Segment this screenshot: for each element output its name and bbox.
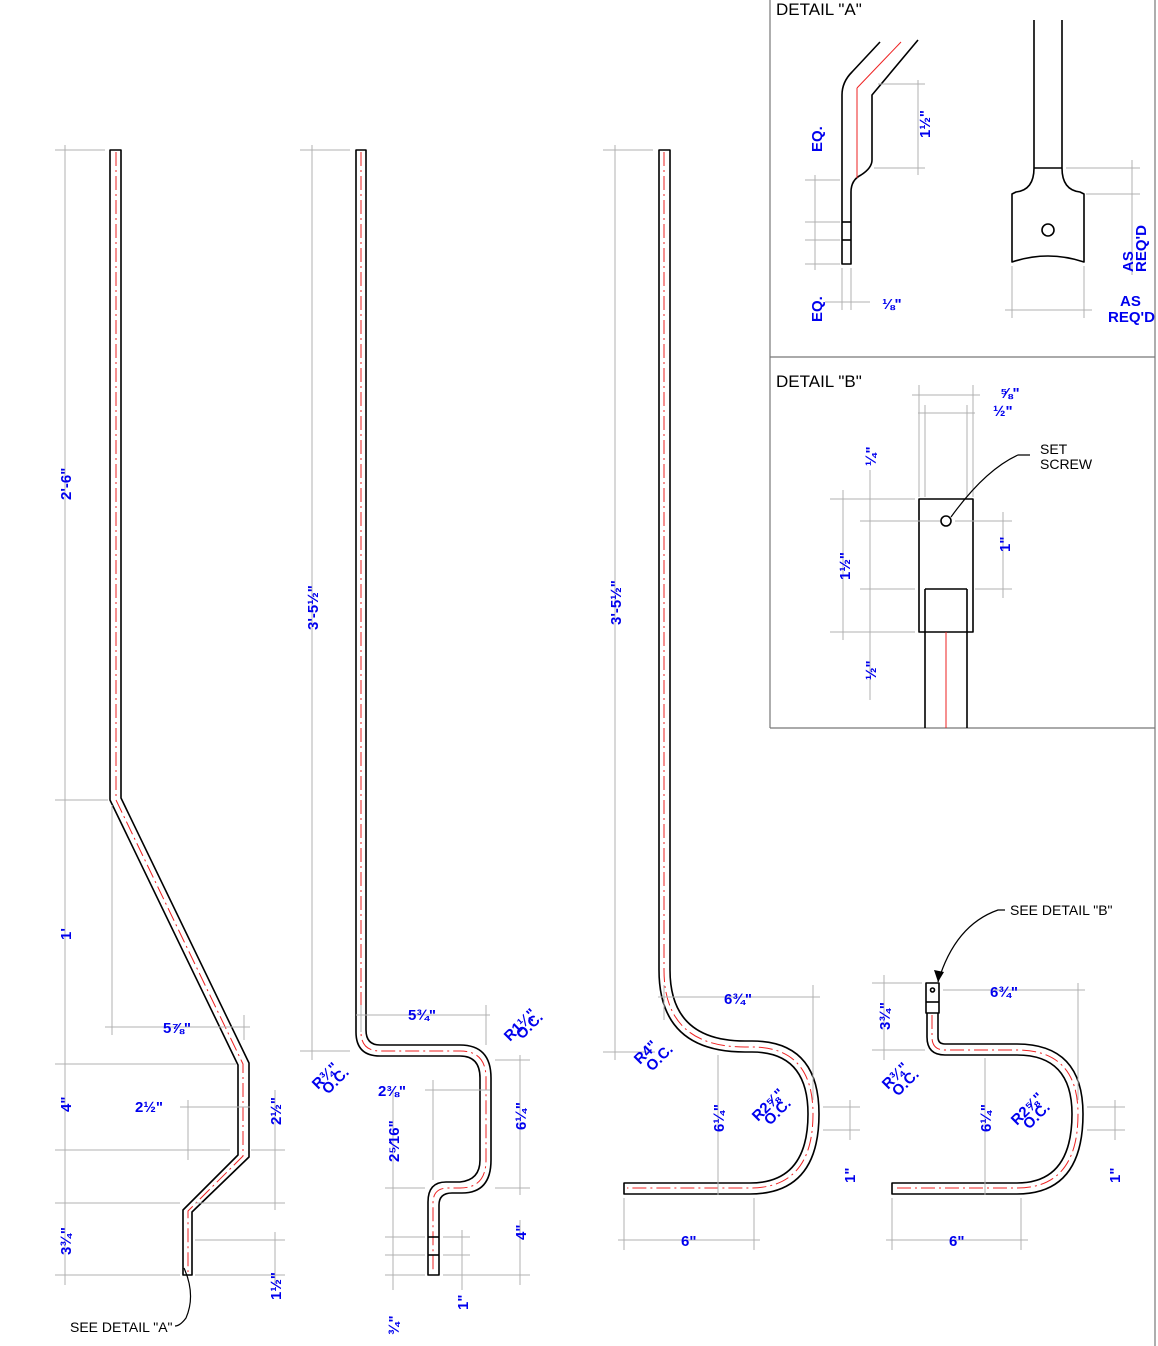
part-1: 2'-6" 1' 5⅞" 4" 2½" 2½" 3¾" 1½" SEE DETA… <box>55 145 285 1335</box>
detail-frames <box>769 0 1156 1346</box>
dim-five-seven-eighths: 5⅞" <box>163 1020 191 1037</box>
dim-three-quarter: ¾" <box>386 1315 403 1335</box>
note-as-reqd-bottom-1: AS <box>1120 293 1141 310</box>
dim-five-three-quarter: 5¾" <box>408 1007 436 1024</box>
dim-two-three-eighths: 2⅜" <box>378 1083 406 1100</box>
dim-one-half: 1½" <box>268 1272 285 1300</box>
dim-six: 6" <box>681 1233 696 1250</box>
dim-four: 4" <box>58 1097 75 1112</box>
dim-one-half: 1½" <box>837 552 854 580</box>
dim-six-quarter: 6¼" <box>711 1104 728 1132</box>
dim-six-three-quarter: 6¾" <box>990 984 1018 1001</box>
dim-three-quarter: 3¾" <box>58 1227 75 1255</box>
dim-eq-lower: EQ. <box>809 296 826 322</box>
detail-b-title: DETAIL "B" <box>776 372 862 391</box>
note-as-reqd-side-1: AS <box>1120 251 1137 272</box>
dim-two-five-sixteenths: 2⁵⁄16" <box>386 1120 403 1162</box>
part-2: 3'-5½" 5¾" R1¼" O.C. R¾" O.C. 2⅜" 2⁵⁄16"… <box>300 145 547 1335</box>
dim-quarter: ¼" <box>863 446 880 466</box>
dim-one-half: 1½" <box>917 110 934 138</box>
dim-3ft-5half: 3'-5½" <box>305 585 322 630</box>
dim-two-half-b: 2½" <box>268 1097 285 1125</box>
dim-half-top: ½" <box>993 403 1013 420</box>
callout-see-detail-b: SEE DETAIL "B" <box>1010 902 1113 918</box>
dim-2ft-6in: 2'-6" <box>58 468 75 500</box>
dim-six-quarter: 6¼" <box>513 1102 530 1130</box>
note-set: SET <box>1040 441 1068 457</box>
note-as-reqd-side-2: REQ'D <box>1133 225 1150 272</box>
dim-1ft: 1' <box>58 928 75 940</box>
note-as-reqd-bottom-2: REQ'D <box>1108 309 1155 326</box>
dim-six: 6" <box>949 1233 964 1250</box>
dim-six-three-quarter: 6¾" <box>724 991 752 1008</box>
dim-one-eighth: ⅛" <box>882 296 902 313</box>
dim-one: 1" <box>455 1295 472 1310</box>
detail-b: DETAIL "B" ⅝" ½" ¼" 1½" 1" ½" SET SCRE <box>776 372 1093 728</box>
dim-two-half-a: 2½" <box>135 1099 163 1116</box>
callout-see-detail-a: SEE DETAIL "A" <box>70 1319 173 1335</box>
dim-half-bottom: ½" <box>863 660 880 680</box>
dim-eq-upper: EQ. <box>809 126 826 152</box>
dim-one: 1" <box>842 1168 859 1183</box>
detail-a-title: DETAIL "A" <box>776 0 862 19</box>
part-4: SEE DETAIL "B" 3¾" 6¾" R¾" O.C. 6¼" R2⅝"… <box>872 902 1125 1250</box>
dim-five-eighths: ⅝" <box>1000 385 1020 402</box>
dim-3ft-5half: 3'-5½" <box>608 580 625 625</box>
dim-four: 4" <box>513 1225 530 1240</box>
dim-one: 1" <box>1107 1168 1124 1183</box>
dim-six-quarter: 6¼" <box>978 1104 995 1132</box>
dim-three-quarter: 3¾" <box>877 1002 894 1030</box>
detail-a: DETAIL "A" EQ. EQ. 1½" ⅛" AS REQ'D <box>776 0 1155 326</box>
note-screw: SCREW <box>1040 456 1093 472</box>
dim-one: 1" <box>997 537 1014 552</box>
